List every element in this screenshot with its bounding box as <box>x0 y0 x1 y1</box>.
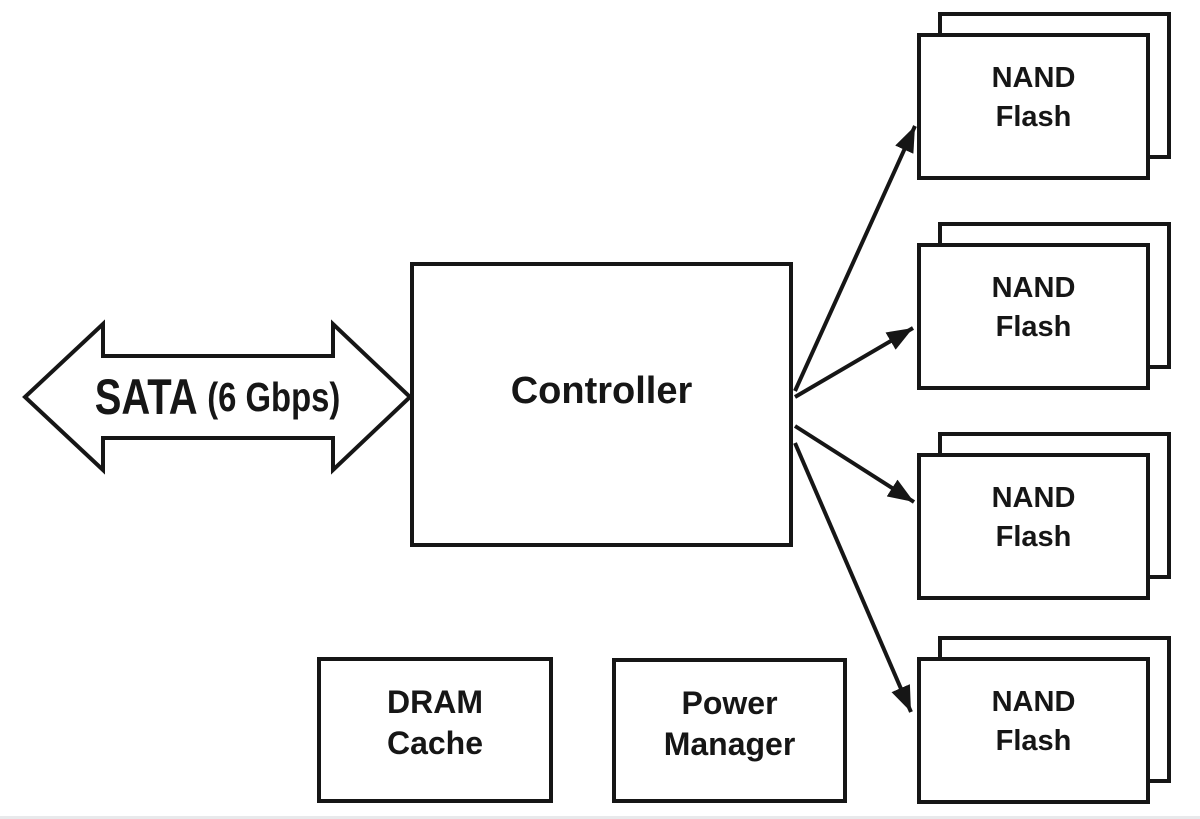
nand-label-line1: NAND <box>991 481 1076 514</box>
nand-label-line2: Flash <box>995 310 1072 343</box>
dram-cache-box: DRAM Cache <box>317 657 553 803</box>
sata-bus-name: SATA <box>94 369 198 425</box>
controller-to-nand-arrow-1 <box>793 125 917 392</box>
nand-label-line1: NAND <box>991 61 1076 94</box>
controller-label: Controller <box>510 370 693 412</box>
power-manager-label-line2: Manager <box>663 725 796 762</box>
nand-label-line1: NAND <box>991 685 1076 718</box>
power-manager-box: Power Manager <box>612 658 847 803</box>
controller-to-nand-arrow-3 <box>793 424 916 504</box>
nand-flash-stack-3: NAND Flash <box>917 453 1150 600</box>
nand-label-line1: NAND <box>991 271 1076 304</box>
nand-flash-stack-1: NAND Flash <box>917 33 1150 180</box>
controller-to-nand-arrow-4 <box>793 442 913 713</box>
dram-cache-label-line1: DRAM <box>387 684 483 720</box>
nand-label-line2: Flash <box>995 100 1072 133</box>
controller-box: Controller <box>410 262 793 547</box>
nand-flash-stack-4: NAND Flash <box>917 657 1150 804</box>
sata-bus-speed: (6 Gbps) <box>207 373 341 420</box>
nand-label-line2: Flash <box>995 520 1072 553</box>
sata-bus-label: SATA (6 Gbps) <box>64 366 372 428</box>
controller-to-nand-arrow-2 <box>793 326 915 399</box>
power-manager-label-line1: Power <box>681 684 778 721</box>
dram-cache-label-line2: Cache <box>386 725 484 761</box>
nand-label-line2: Flash <box>995 724 1072 757</box>
nand-flash-stack-2: NAND Flash <box>917 243 1150 390</box>
page-bottom-rule <box>0 816 1200 819</box>
